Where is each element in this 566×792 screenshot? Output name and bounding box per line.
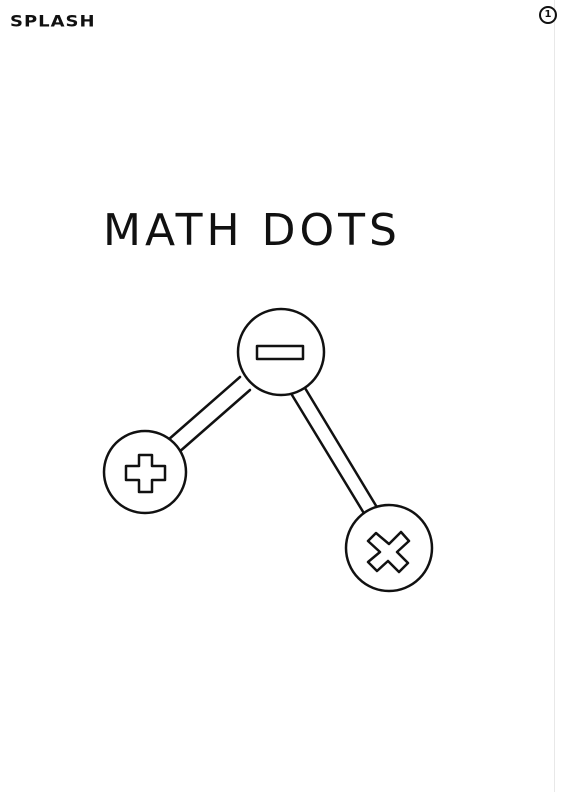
page-number-badge: 1	[539, 6, 557, 24]
page-edge	[554, 0, 555, 792]
times-dot[interactable]	[344, 503, 434, 593]
connector-minus-plus	[166, 375, 252, 455]
minus-icon	[255, 344, 305, 361]
plus-icon	[124, 453, 167, 494]
connector-minus-times	[290, 386, 380, 517]
minus-dot[interactable]	[236, 307, 326, 397]
screen-label: SPLASH	[10, 12, 96, 31]
app-title: MATH DOTS	[103, 205, 401, 257]
times-icon	[366, 530, 411, 574]
plus-dot[interactable]	[102, 429, 188, 515]
